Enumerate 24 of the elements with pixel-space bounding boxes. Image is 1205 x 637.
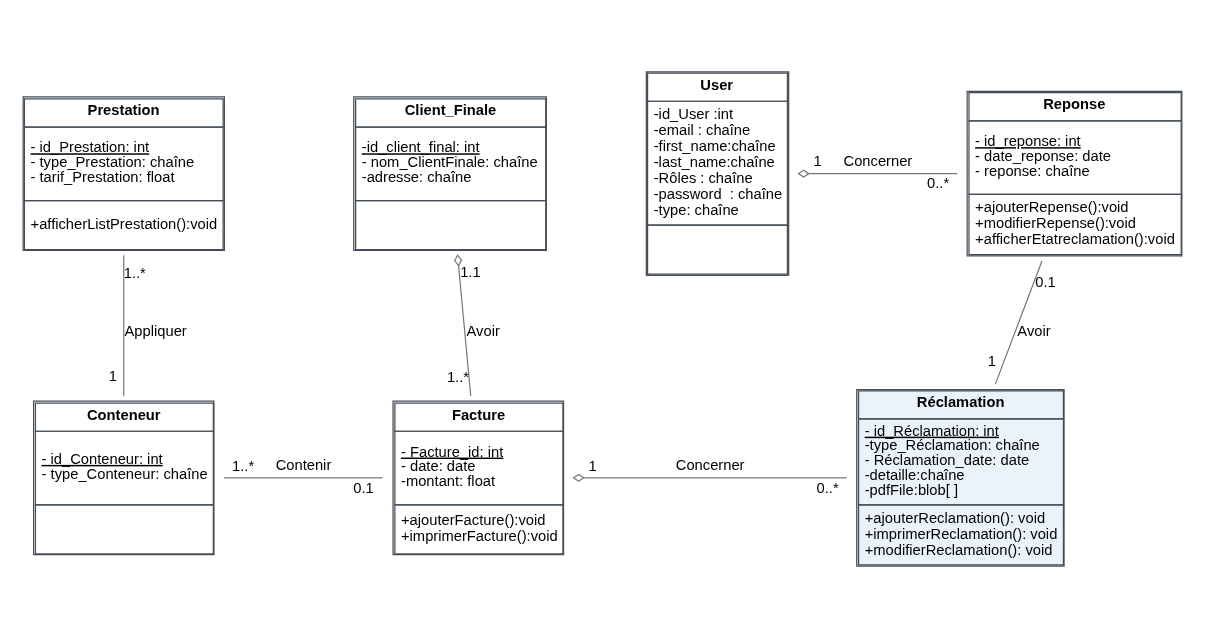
edge-label: Appliquer	[124, 322, 187, 339]
connector	[797, 168, 958, 178]
connector	[223, 476, 384, 478]
connector	[994, 259, 1043, 385]
connector	[572, 473, 848, 482]
label: 1	[108, 367, 117, 384]
label: 1..*	[232, 457, 255, 474]
edge-label: Concerner	[675, 456, 745, 473]
label: 0..*	[816, 479, 839, 496]
edge-label: Concerner	[843, 152, 913, 169]
edge-label: Avoir	[1017, 322, 1051, 339]
label: 1..*	[446, 368, 470, 385]
connector	[123, 254, 125, 396]
label: 0.1	[1035, 273, 1056, 290]
label: 0..*	[927, 174, 950, 191]
label: 1.1	[460, 263, 481, 280]
label: 1	[987, 352, 996, 369]
connector	[453, 253, 472, 396]
label: 1	[588, 457, 597, 474]
label: 1..*	[123, 264, 146, 281]
label: 1	[813, 152, 822, 169]
edge-label: Contenir	[275, 456, 332, 473]
edge-label: Avoir	[466, 322, 500, 339]
label: 0.1	[353, 479, 374, 496]
